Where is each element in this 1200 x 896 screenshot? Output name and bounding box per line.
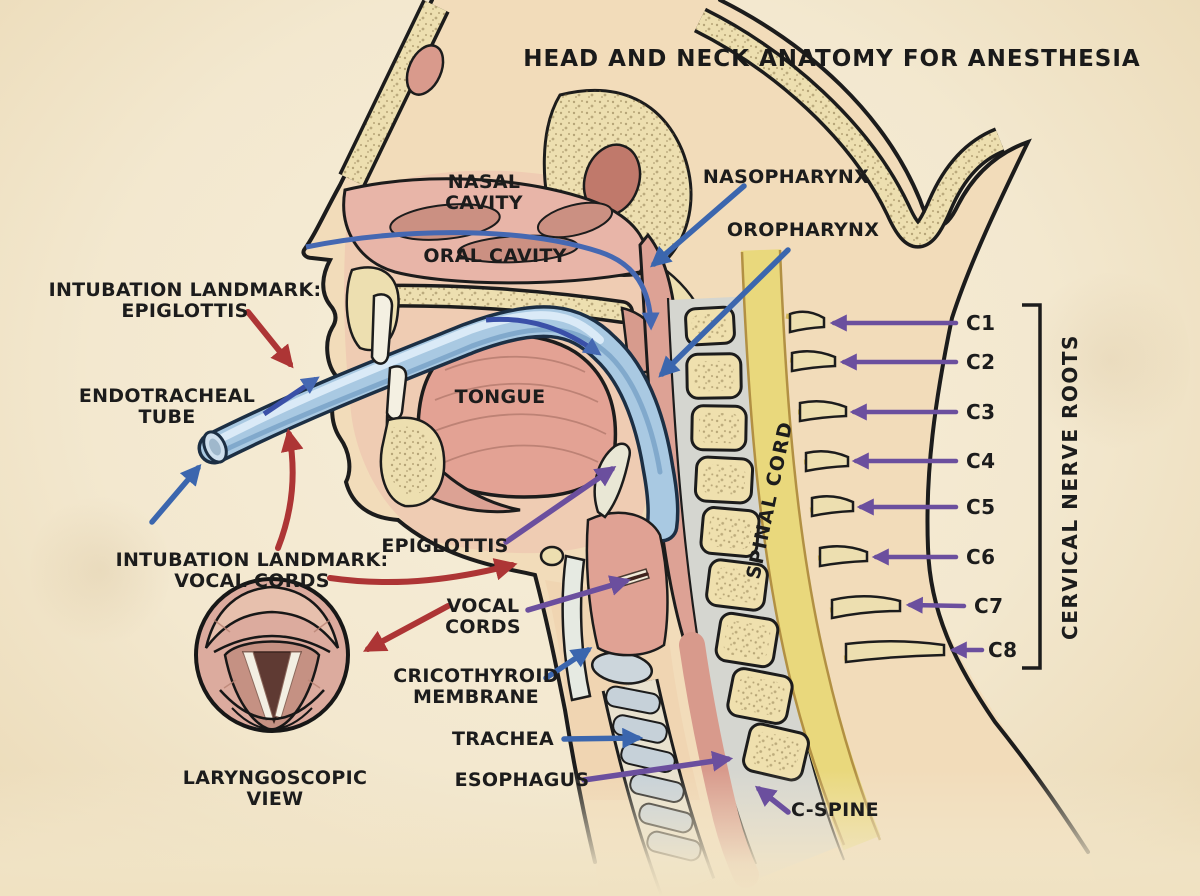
endotracheal-tube-graphic bbox=[197, 305, 680, 543]
spinous-processes bbox=[788, 310, 946, 664]
label-esophagus: ESOPHAGUS bbox=[454, 769, 590, 791]
label-intubation-epiglottis: INTUBATION LANDMARK: EPIGLOTTIS bbox=[48, 279, 322, 322]
label-nasal-cavity: NASAL CAVITY bbox=[445, 171, 523, 214]
label-oropharynx: OROPHARYNX bbox=[726, 219, 880, 241]
label-laryngoscopic-view: LARYNGOSCOPIC VIEW bbox=[182, 767, 368, 810]
label-c2: C2 bbox=[966, 350, 996, 374]
label-c-spine: C-SPINE bbox=[791, 799, 879, 821]
cervical-roots-bracket bbox=[1022, 303, 1042, 670]
label-cervical-nerve-roots: CERVICAL NERVE ROOTS bbox=[1058, 334, 1082, 640]
label-c1: C1 bbox=[966, 311, 996, 335]
teeth-mandible bbox=[370, 293, 446, 508]
label-oral-cavity: ORAL CAVITY bbox=[423, 245, 567, 267]
cervical-root-arrows bbox=[829, 314, 985, 659]
page-title: HEAD AND NECK ANATOMY FOR ANESTHESIA bbox=[523, 46, 1141, 72]
label-vocal-cords: VOCAL CORDS bbox=[445, 595, 521, 638]
label-c6: C6 bbox=[966, 545, 996, 569]
label-nasopharynx: NASOPHARYNX bbox=[702, 166, 870, 188]
label-c3: C3 bbox=[966, 400, 996, 424]
label-intubation-vocal-cords: INTUBATION LANDMARK: VOCAL CORDS bbox=[115, 549, 389, 592]
label-endotracheal-tube: ENDOTRACHEAL TUBE bbox=[78, 385, 256, 428]
laryngoscopic-inset bbox=[194, 577, 350, 733]
label-arrows bbox=[149, 183, 985, 815]
label-c4: C4 bbox=[966, 449, 996, 473]
bottom-fade bbox=[0, 770, 1200, 896]
label-c8: C8 bbox=[988, 638, 1018, 662]
label-tongue: TONGUE bbox=[454, 386, 546, 408]
label-c5: C5 bbox=[966, 495, 996, 519]
label-cricothyroid-membrane: CRICOTHYROID MEMBRANE bbox=[393, 665, 559, 708]
skull-bone bbox=[338, 0, 1006, 332]
label-trachea: TRACHEA bbox=[452, 728, 554, 750]
airway-path-arrows bbox=[262, 230, 660, 417]
label-c7: C7 bbox=[974, 594, 1004, 618]
label-epiglottis: EPIGLOTTIS bbox=[381, 535, 509, 557]
